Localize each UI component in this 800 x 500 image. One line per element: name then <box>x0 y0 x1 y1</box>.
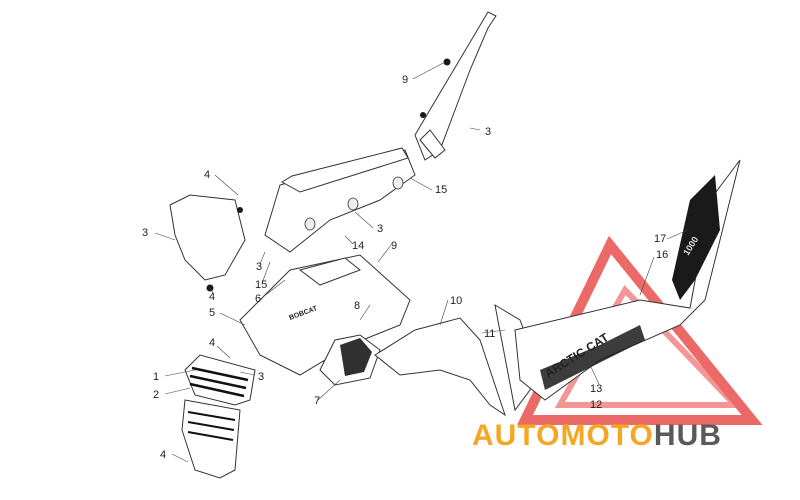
fastener-9a <box>443 58 451 66</box>
hood-part: BOBCAT <box>239 254 411 376</box>
callout-6: 6 <box>255 293 261 305</box>
callout-5: 5 <box>209 307 215 319</box>
callout-14: 14 <box>352 240 364 252</box>
callout-3-left: 3 <box>142 227 148 239</box>
callout-9-upper: 9 <box>402 74 408 86</box>
callout-4-upper-left: 4 <box>204 169 210 181</box>
callout-16: 16 <box>656 249 668 261</box>
callout-2: 2 <box>153 389 159 401</box>
callout-3-mid: 3 <box>256 261 262 273</box>
grille-part <box>184 354 256 406</box>
callout-3-grille: 3 <box>258 371 264 383</box>
callout-13: 13 <box>590 383 602 395</box>
side-panel-part <box>264 147 416 253</box>
leader-lines <box>154 61 689 463</box>
callout-10: 10 <box>450 295 462 307</box>
upper-bracket-part <box>414 11 497 161</box>
callout-9-lower: 9 <box>391 240 397 252</box>
callout-11: 11 <box>484 328 495 340</box>
callout-4-center: 4 <box>209 337 215 349</box>
callout-7: 7 <box>314 395 320 407</box>
callout-1: 1 <box>153 371 159 383</box>
fastener-9b <box>420 112 426 118</box>
callout-15-right: 15 <box>435 184 447 196</box>
callout-12: 12 <box>590 399 602 411</box>
lower-grille-part <box>181 399 241 479</box>
callout-3-upper-right: 3 <box>485 126 491 138</box>
callout-4-left-mid: 4 <box>209 291 215 303</box>
logo-word-auto: AUTO <box>472 419 561 452</box>
callout-17: 17 <box>654 233 666 245</box>
front-fascia-part <box>319 334 381 386</box>
callout-4-bottom: 4 <box>160 449 166 461</box>
callout-labels: 9 3 4 15 3 3 14 9 3 15 4 6 5 8 10 11 17 … <box>142 74 668 461</box>
callout-3-panel-right: 3 <box>377 223 383 235</box>
callout-8: 8 <box>354 300 360 312</box>
left-cover-part <box>169 194 246 292</box>
logo-word-moto: MOTO <box>560 419 654 452</box>
automotohub-watermark-logo: AUTOMOTOHUB <box>472 419 722 453</box>
logo-word-hub: HUB <box>653 419 722 452</box>
callout-15-left: 15 <box>255 279 267 291</box>
